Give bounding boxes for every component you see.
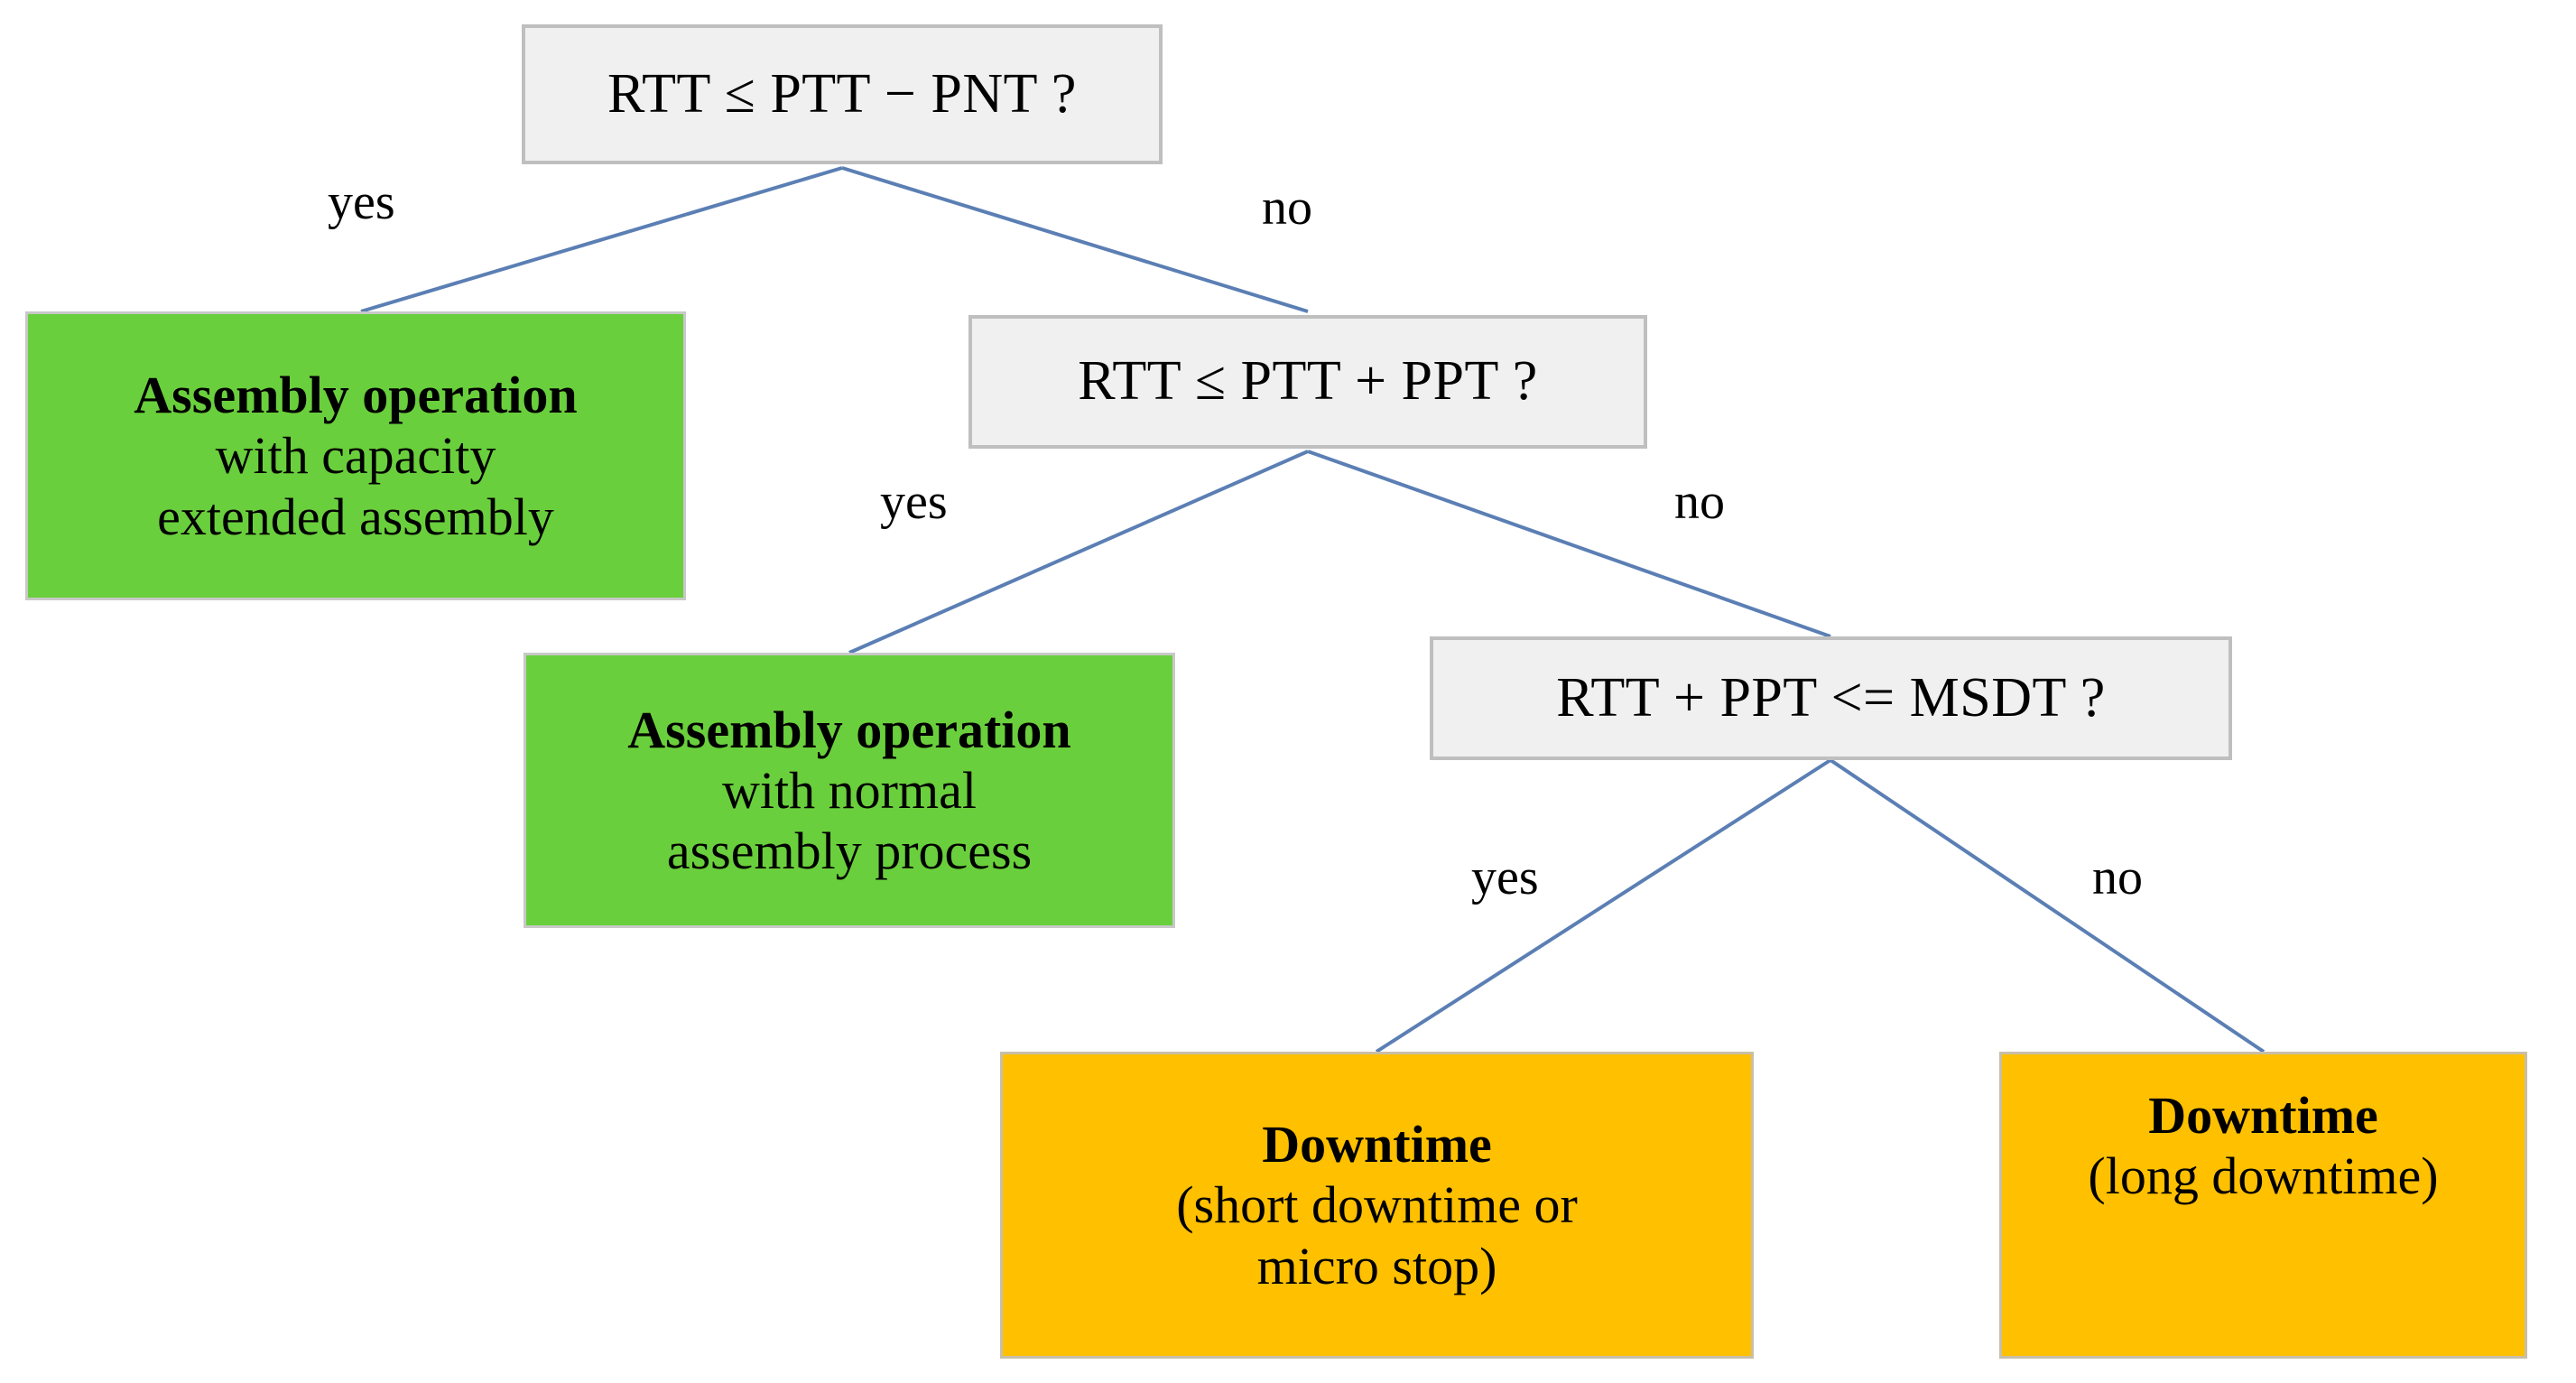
edge-label-d2-no: no	[1674, 474, 1725, 530]
edge-label-root-yes: yes	[328, 174, 395, 230]
decision3-text: RTT + PPT <= MSDT ?	[1556, 666, 2106, 729]
decision2-text: RTT ≤ PTT + PPT ?	[1078, 350, 1538, 413]
orange2-line-1: Downtime	[2148, 1086, 2378, 1145]
green2-line-3: assembly process	[666, 821, 1033, 881]
outcome-node-short-downtime[interactable]: Downtime (short downtime or micro stop)	[1000, 1052, 1754, 1359]
edge-label-root-no: no	[1262, 180, 1312, 236]
orange1-line-3: micro stop)	[1256, 1236, 1497, 1295]
edge-label-d2-yes: yes	[880, 474, 948, 530]
edge-root-yes	[360, 166, 843, 313]
decision-node-root[interactable]: RTT ≤ PTT − PNT ?	[522, 24, 1163, 164]
green1-line-2: with capacity	[215, 426, 496, 486]
edge-d3-yes	[1375, 758, 1832, 1053]
edge-label-d3-no: no	[2092, 849, 2143, 905]
decision-root-text: RTT ≤ PTT − PNT ?	[607, 62, 1077, 125]
outcome-node-capacity-extended-assembly[interactable]: Assembly operation with capacity extende…	[25, 311, 686, 600]
edge-label-d3-yes: yes	[1471, 849, 1539, 905]
green2-line-2: with normal	[722, 760, 977, 820]
decision-node-ptt-plus-ppt[interactable]: RTT ≤ PTT + PPT ?	[968, 315, 1647, 449]
orange2-line-2: (long downtime)	[2088, 1146, 2439, 1206]
decision-node-msdt[interactable]: RTT + PPT <= MSDT ?	[1430, 636, 2232, 760]
edge-d3-no	[1829, 758, 2266, 1053]
orange1-line-2: (short downtime or	[1176, 1175, 1578, 1235]
edge-d2-no	[1307, 450, 1831, 638]
outcome-node-long-downtime[interactable]: Downtime (long downtime)	[1999, 1052, 2527, 1359]
green1-line-3: extended assembly	[157, 487, 554, 546]
orange1-line-1: Downtime	[1262, 1115, 1492, 1174]
outcome-node-normal-assembly-process[interactable]: Assembly operation with normal assembly …	[524, 653, 1175, 928]
green2-line-1: Assembly operation	[627, 700, 1071, 759]
green1-line-1: Assembly operation	[134, 366, 578, 425]
edge-root-no	[841, 166, 1309, 313]
